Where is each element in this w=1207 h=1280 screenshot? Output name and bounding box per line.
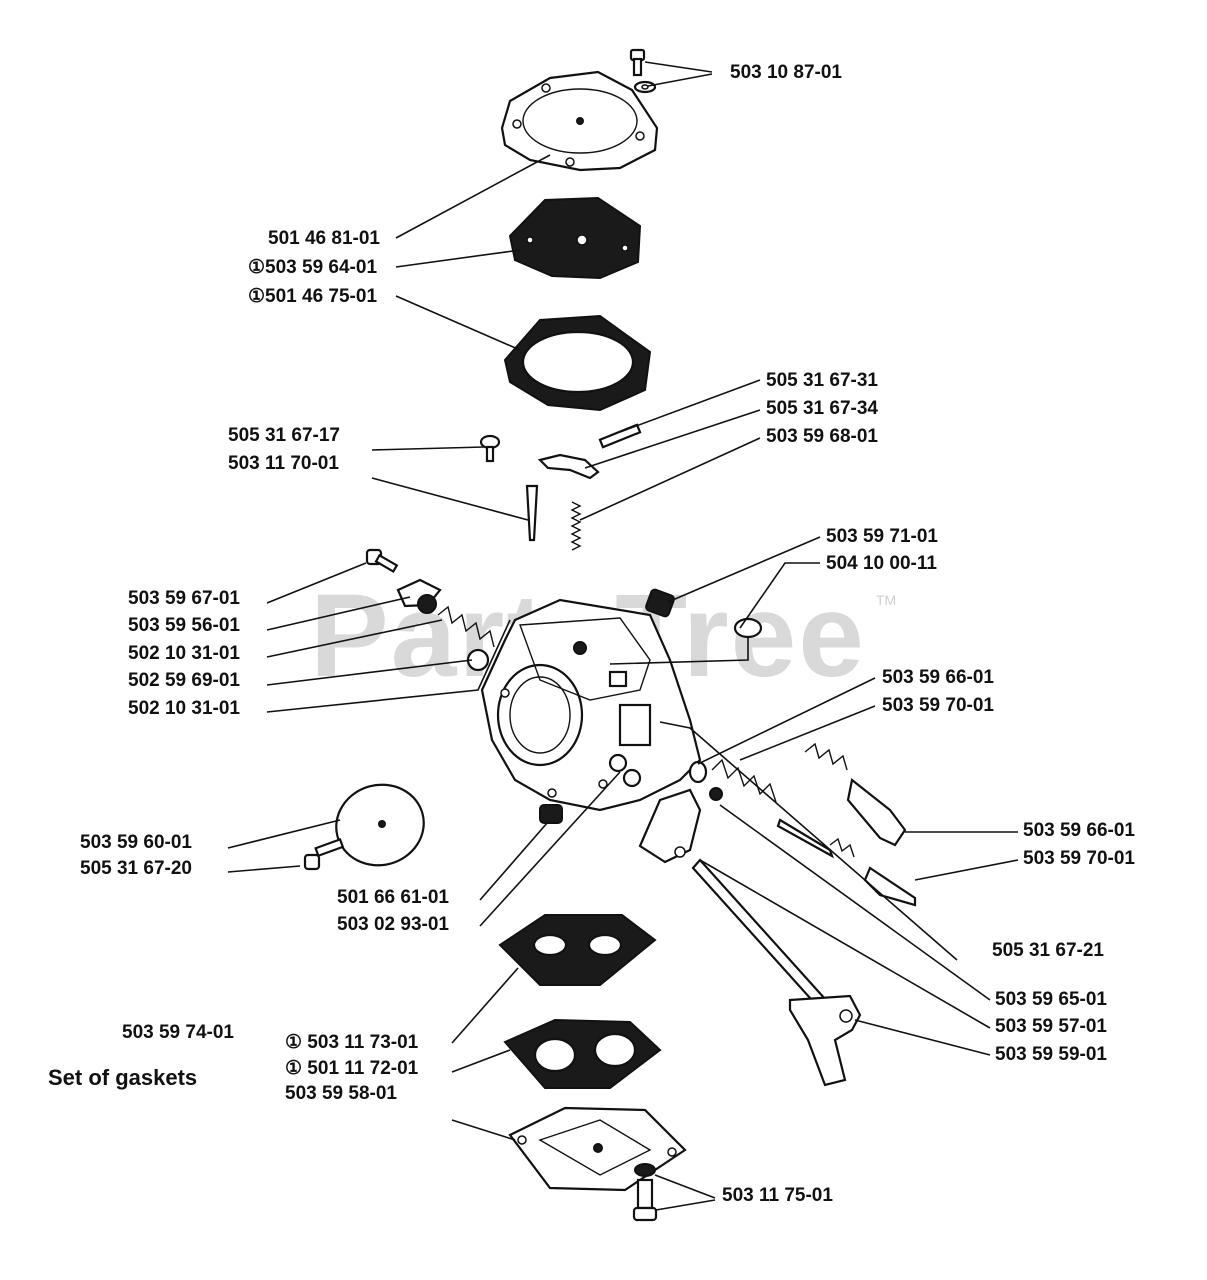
label-lever-screw: 505 31 67-21 bbox=[992, 940, 1104, 961]
pump-cover-part bbox=[500, 70, 659, 172]
label-left-washer: 502 59 69-01 bbox=[128, 670, 240, 691]
right-spring-part bbox=[711, 758, 777, 803]
pump-gasket-part bbox=[503, 314, 652, 412]
label-shaft: 503 59 57-01 bbox=[995, 1016, 1107, 1037]
label-left-spring-2: 502 10 31-01 bbox=[128, 698, 240, 719]
label-left-plate: 503 59 56-01 bbox=[128, 615, 240, 636]
trademark-symbol: TM bbox=[876, 592, 897, 608]
nut-part bbox=[539, 804, 563, 824]
label-plug: 503 59 71-01 bbox=[826, 526, 938, 547]
right-needle-1-part bbox=[804, 742, 907, 847]
pin-part bbox=[598, 423, 642, 449]
throttle-lever-assembly-part bbox=[638, 787, 862, 1087]
label-ring: 504 10 00-11 bbox=[826, 553, 937, 574]
metering-gasket-part bbox=[503, 1018, 662, 1089]
label-inlet-needle: 503 11 70-01 bbox=[228, 453, 339, 474]
label-pump-gasket: ①501 46 75-01 bbox=[248, 286, 378, 307]
label-small-screw: 505 31 67-17 bbox=[228, 425, 340, 446]
leader-lines bbox=[227, 61, 1019, 1211]
label-throttle-lever: 503 59 59-01 bbox=[995, 1044, 1107, 1065]
label-left-screw: 503 59 67-01 bbox=[128, 588, 240, 609]
label-metering-gasket: ① 501 11 72-01 bbox=[285, 1058, 419, 1079]
washer-part bbox=[608, 753, 628, 773]
left-oring-part bbox=[417, 594, 437, 614]
spring-small-part bbox=[570, 501, 582, 551]
label-metering-plate: 503 59 58-01 bbox=[285, 1083, 397, 1104]
left-screw-part bbox=[365, 548, 399, 573]
bottom-screw-part bbox=[632, 1163, 658, 1222]
label-spring-small: 503 59 68-01 bbox=[766, 426, 878, 447]
label-pump-diaphragm: ①503 59 64-01 bbox=[248, 257, 378, 278]
label-choke-disc: 503 59 60-01 bbox=[80, 832, 192, 853]
label-right-needle-1: 503 59 66-01 bbox=[1023, 820, 1135, 841]
carburetor-body-part bbox=[480, 598, 702, 812]
label-top-screw: 503 10 87-01 bbox=[730, 62, 842, 83]
top-screw-part bbox=[629, 48, 657, 94]
label-disc-screw: 505 31 67-20 bbox=[80, 858, 192, 879]
label-right-oring: 503 59 66-01 bbox=[882, 667, 994, 688]
disc-screw-part bbox=[303, 837, 345, 871]
pump-diaphragm-part bbox=[508, 196, 642, 280]
label-bottom-screw: 503 11 75-01 bbox=[722, 1185, 833, 1206]
plug-part bbox=[645, 588, 675, 618]
label-lever-part: 503 59 65-01 bbox=[995, 989, 1107, 1010]
label-lever: 505 31 67-34 bbox=[766, 398, 878, 419]
metering-diaphragm-part bbox=[498, 914, 657, 986]
metering-lever-part bbox=[537, 453, 600, 480]
inlet-needle-part bbox=[525, 484, 539, 542]
left-spring-part bbox=[437, 605, 495, 648]
label-right-needle-2: 503 59 70-01 bbox=[1023, 848, 1135, 869]
label-metering-diaphragm: ① 503 11 73-01 bbox=[285, 1032, 419, 1053]
right-needle-2-part bbox=[776, 818, 917, 907]
metering-cover-plate-part bbox=[508, 1106, 687, 1192]
small-screw-part bbox=[479, 434, 501, 463]
label-right-spring: 503 59 70-01 bbox=[882, 695, 994, 716]
label-pin: 505 31 67-31 bbox=[766, 370, 878, 391]
label-pump-cover: 501 46 81-01 bbox=[268, 228, 380, 249]
label-nut: 501 66 61-01 bbox=[337, 887, 449, 908]
label-washer: 503 02 93-01 bbox=[337, 914, 449, 935]
right-oring-part bbox=[688, 760, 708, 784]
ring-part bbox=[733, 617, 763, 639]
label-gasket-kit-number: 503 59 74-01 bbox=[122, 1022, 234, 1043]
label-left-spring: 502 10 31-01 bbox=[128, 643, 240, 664]
gasket-kit-title: Set of gaskets bbox=[48, 1065, 198, 1090]
